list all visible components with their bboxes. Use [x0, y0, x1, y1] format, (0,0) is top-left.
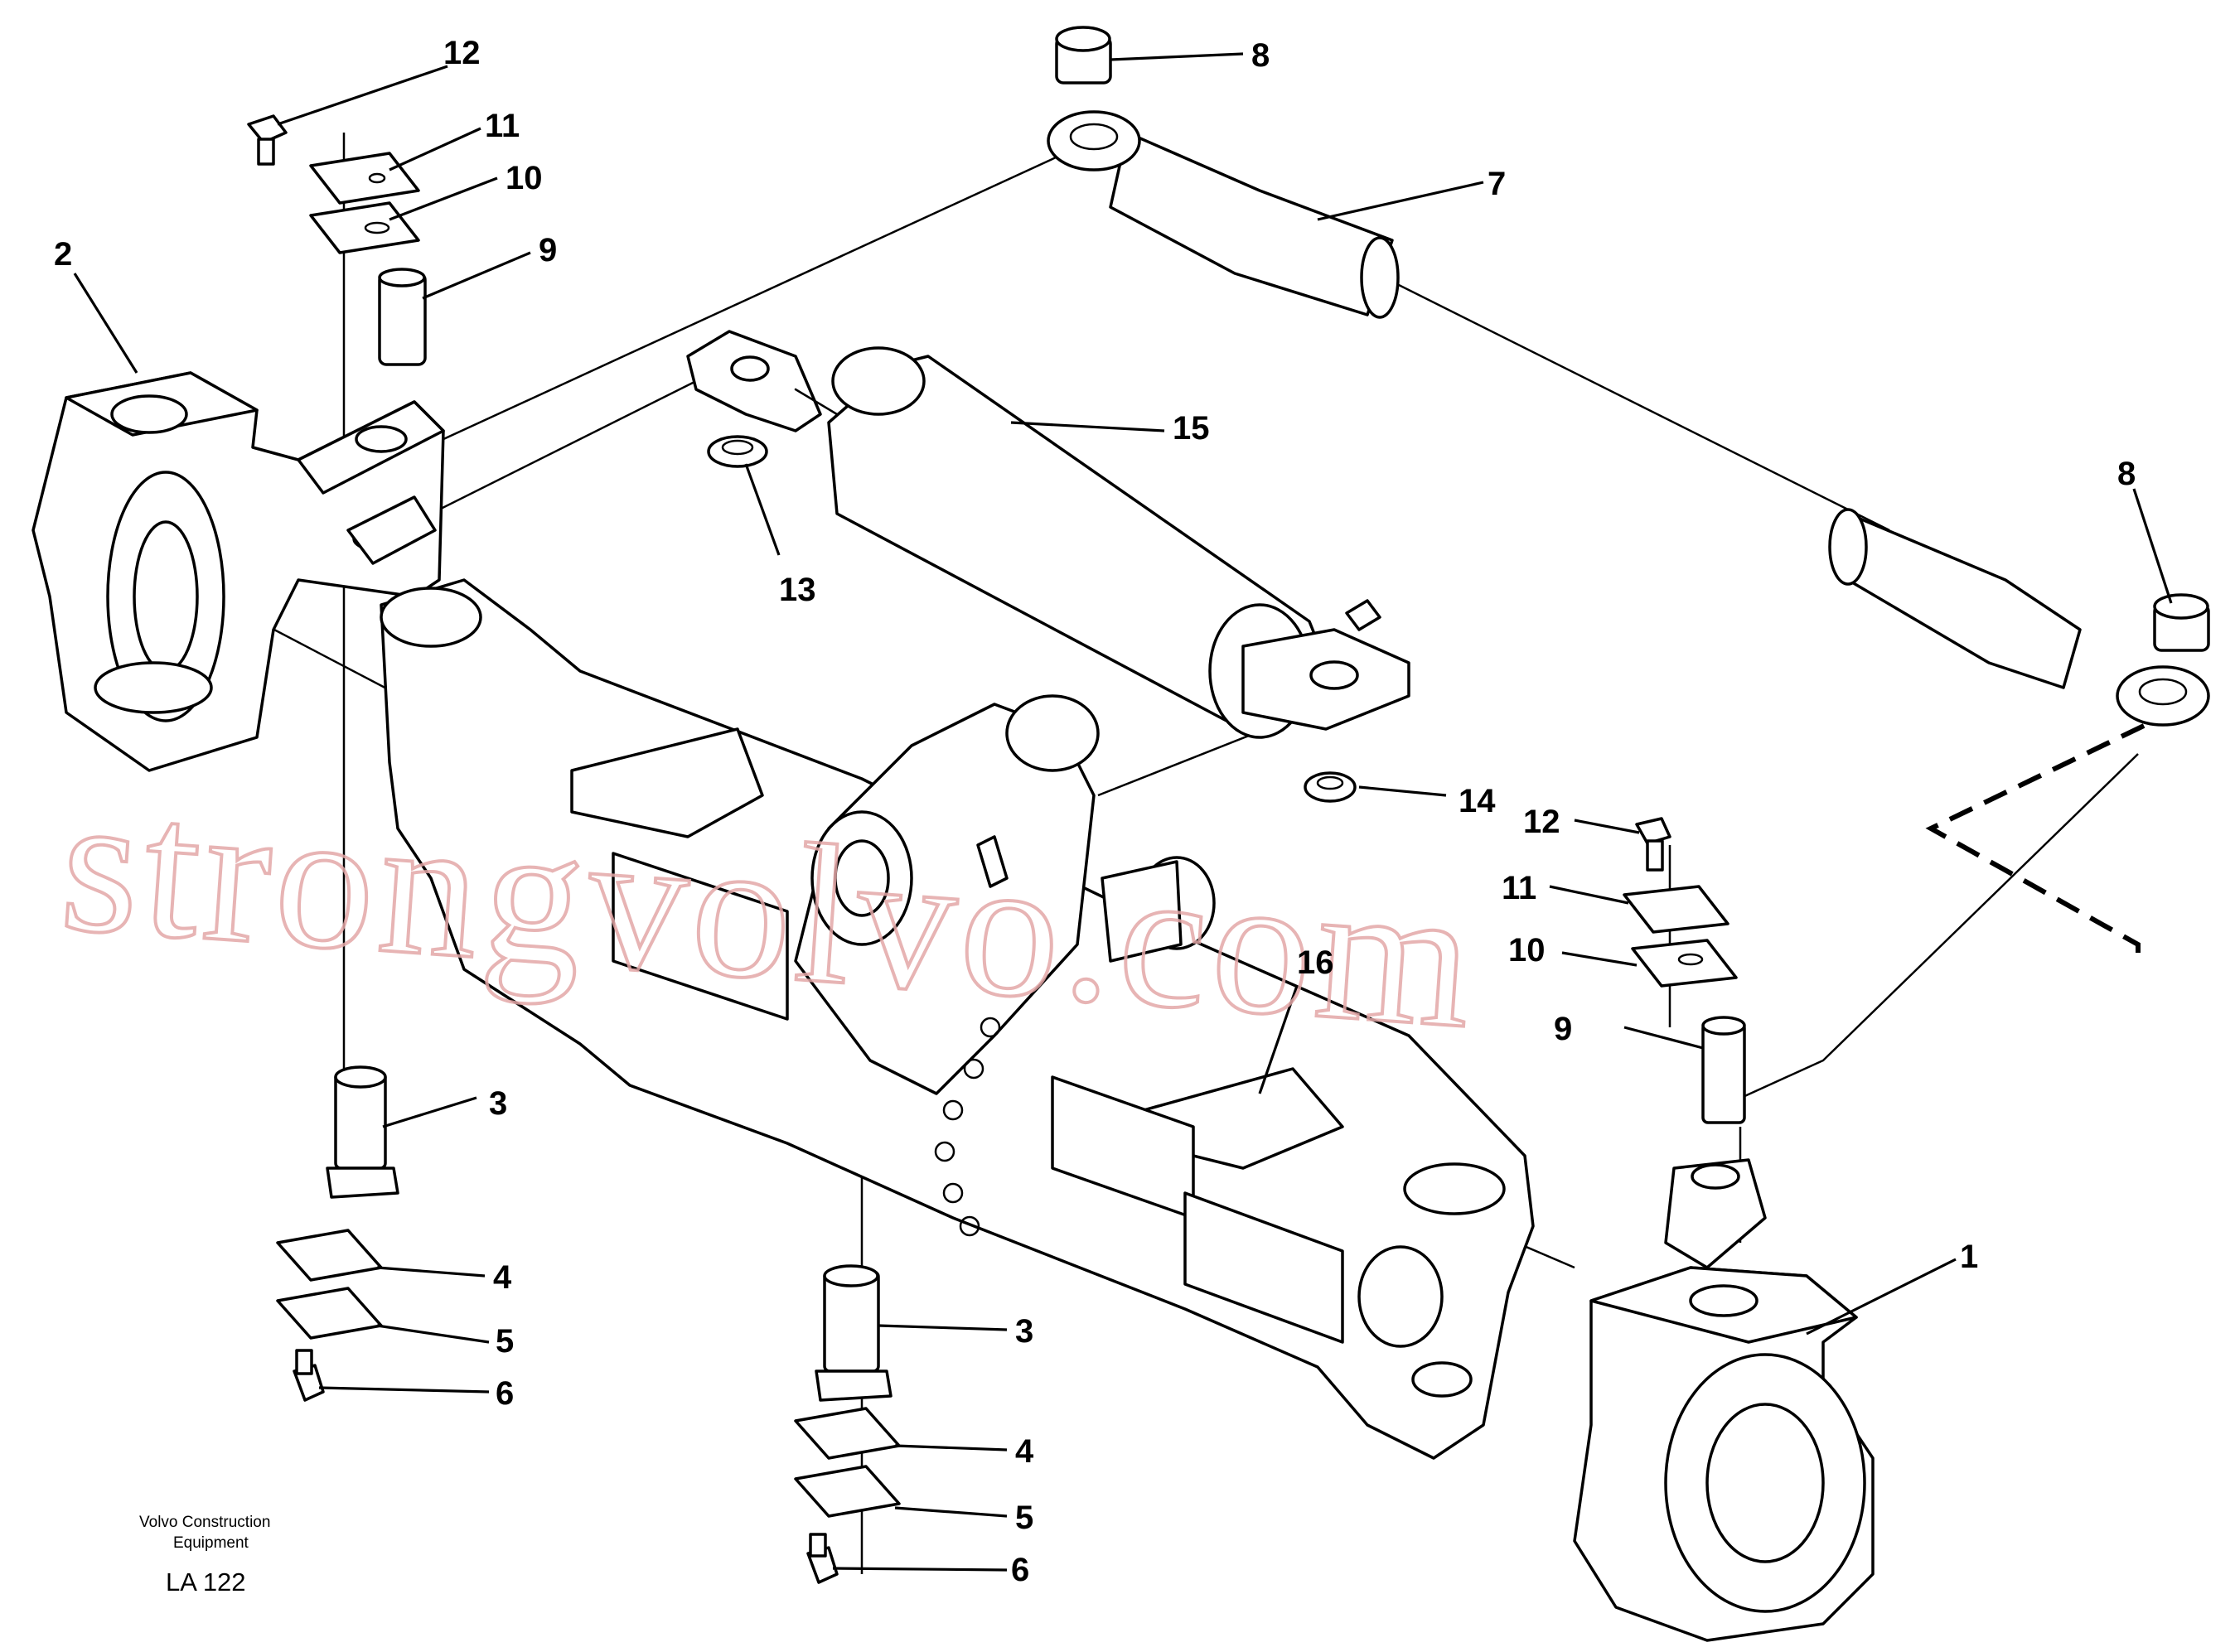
- callout-10-left: 10: [506, 160, 543, 196]
- lower-shims-left: [276, 1229, 383, 1402]
- steering-knuckle-left: [31, 371, 445, 772]
- callout-6-left: 6: [496, 1375, 514, 1412]
- footer-drawing-code: LA 122: [166, 1567, 246, 1596]
- callout-9-right: 9: [1554, 1011, 1572, 1047]
- callout-1: 1: [1960, 1239, 1978, 1275]
- callout-10-right: 10: [1508, 932, 1546, 968]
- callout-11-right: 11: [1502, 870, 1536, 906]
- hardware-right: [1623, 817, 1746, 1124]
- flange-bolts: [934, 1017, 1001, 1237]
- callout-2: 2: [54, 236, 72, 273]
- steering-cylinder: [686, 330, 1410, 739]
- footer-block: Volvo Construction Equipment LA 122: [139, 1514, 270, 1596]
- lower-shims-center: [794, 1407, 901, 1584]
- callout-12-right: 12: [1523, 804, 1560, 840]
- kingpin-part-3-left: [326, 1065, 399, 1199]
- callout-7: 7: [1488, 166, 1506, 202]
- tie-rod: [1047, 110, 2210, 727]
- steering-knuckle-right: [1573, 1158, 1875, 1642]
- bolt-part-12-left: [247, 114, 288, 166]
- callout-12-left: 12: [443, 35, 481, 71]
- callout-3-center: 3: [1015, 1313, 1033, 1350]
- callout-labels: 1 2 3 3 4 4 5 5 6 6 7 8 8 9 9 10 10 11 1…: [54, 35, 2136, 1588]
- shims-left: [309, 152, 420, 254]
- footer-company-line1: Volvo Construction: [139, 1514, 270, 1531]
- callout-13: 13: [779, 572, 816, 608]
- callout-4-left: 4: [493, 1259, 512, 1296]
- callout-8-right: 8: [2117, 456, 2136, 492]
- callout-6-center: 6: [1011, 1552, 1029, 1588]
- callout-11-left: 11: [485, 108, 520, 144]
- callout-4-center: 4: [1015, 1433, 1034, 1470]
- callout-5-center: 5: [1015, 1500, 1033, 1536]
- assembly-lines: [115, 133, 2173, 1574]
- bushings-13-14: [707, 435, 1357, 803]
- callout-15: 15: [1173, 410, 1210, 447]
- callout-16: 16: [1297, 944, 1334, 981]
- callout-14: 14: [1459, 783, 1496, 819]
- pin-part-9-left: [378, 268, 427, 366]
- kingpin-part-3-center: [815, 1264, 893, 1402]
- axle-housing: [380, 578, 1535, 1460]
- callout-9-left: 9: [539, 232, 557, 268]
- callout-8-top: 8: [1251, 37, 1270, 74]
- callout-5-left: 5: [496, 1323, 514, 1360]
- ball-joint-caps: [1055, 26, 2210, 652]
- leader-lines: [73, 52, 2173, 1572]
- callout-3-left: 3: [489, 1085, 507, 1122]
- footer-company-line2: Equipment: [173, 1534, 249, 1552]
